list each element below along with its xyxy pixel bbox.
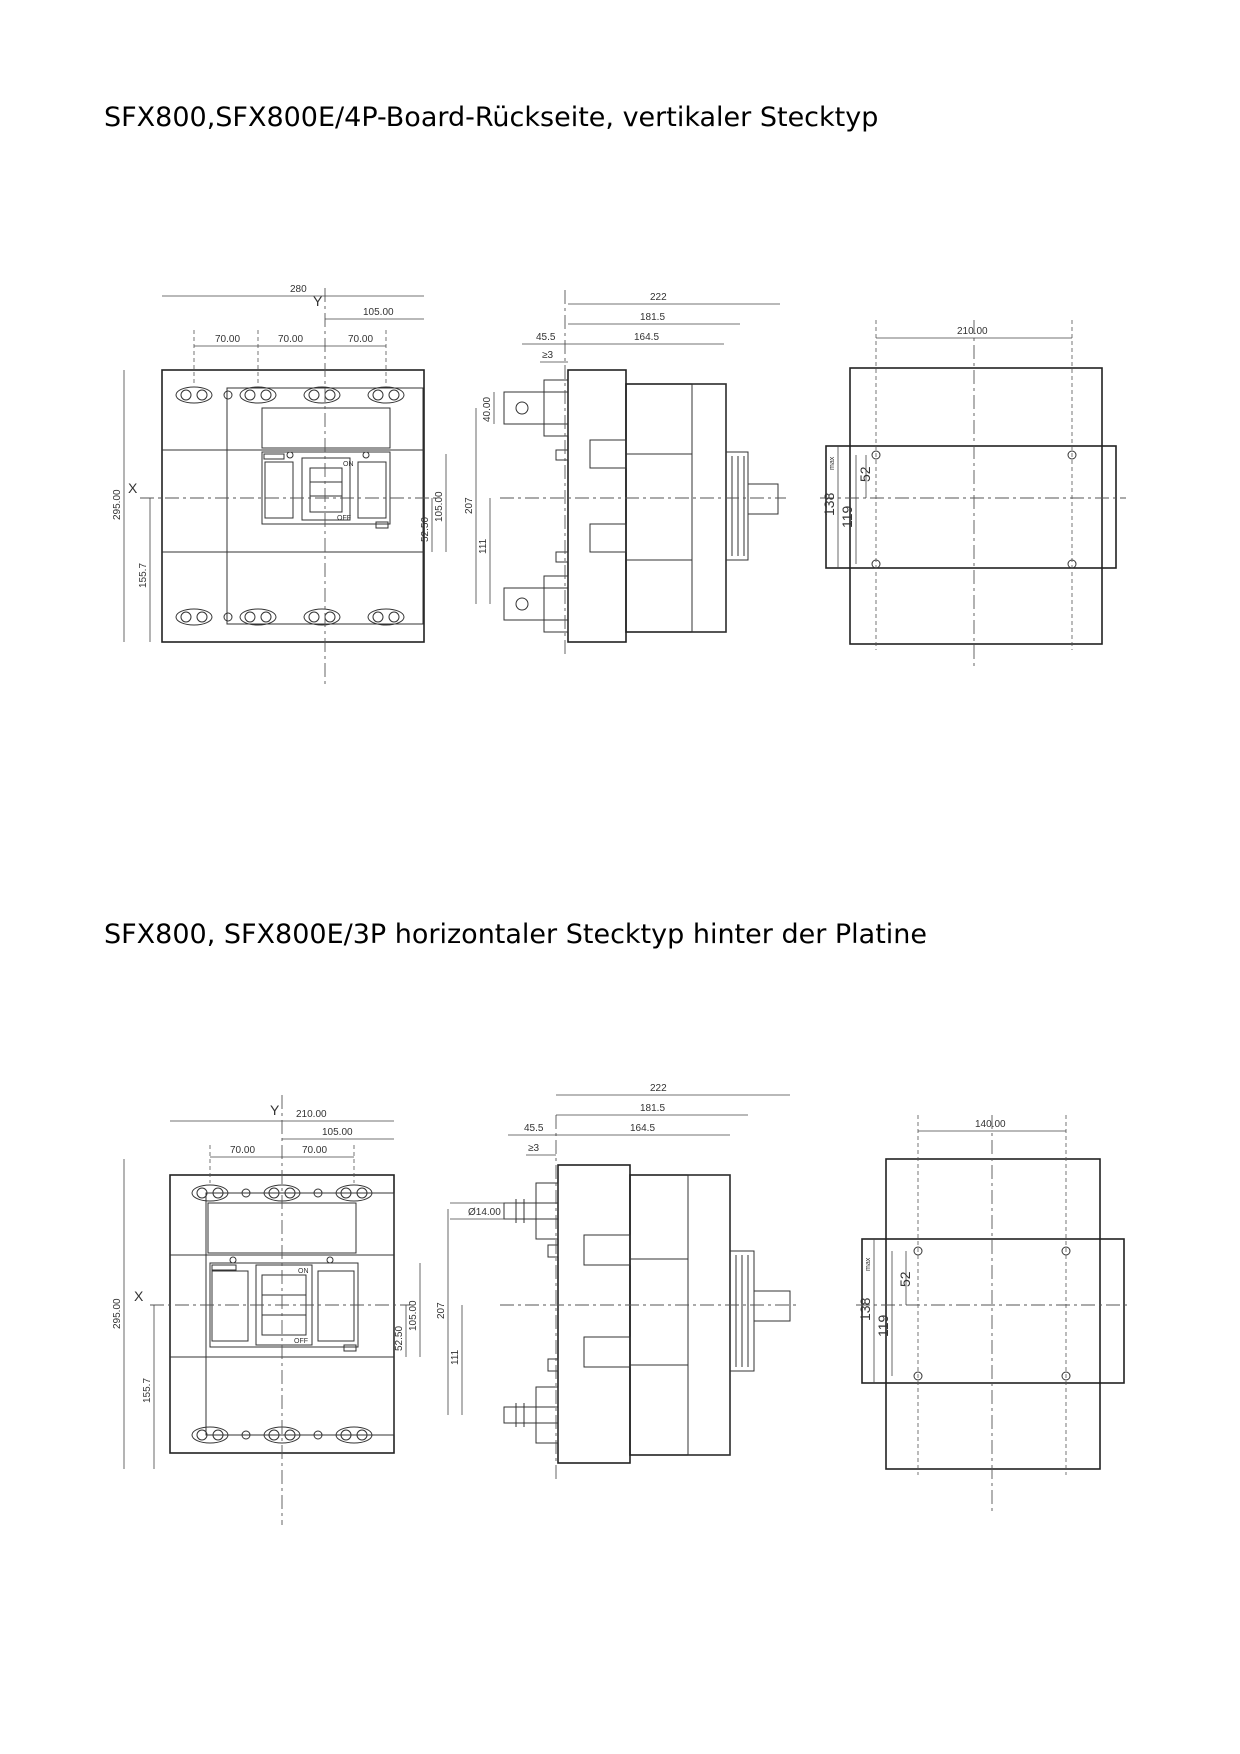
front-view-4p: ON OFF <box>112 284 447 688</box>
dim-depth-2: 181.5 <box>640 1103 665 1114</box>
side-view-3p: 222 181.5 164.5 45.5 ≥3 Ø14.00 207 111 <box>436 1083 796 1481</box>
trip-unit-panel <box>261 451 391 525</box>
panel-outline <box>849 367 1103 645</box>
dim-min-clearance: ≥3 <box>542 350 553 361</box>
panel-cutout <box>861 1238 1125 1384</box>
dim-pitch-1: 70.00 <box>215 334 240 345</box>
on-label: ON <box>343 461 354 468</box>
dim-depth-2: 181.5 <box>640 312 665 323</box>
side-handle <box>747 483 779 515</box>
dim-pitch-2: 70.00 <box>302 1145 327 1156</box>
panel-outline <box>885 1158 1101 1470</box>
dim-terminal-ext: 45.5 <box>536 332 556 343</box>
side-body <box>629 1174 731 1456</box>
dim-terminal-height: 40.00 <box>482 397 493 422</box>
dim-hole-vertical: 52 <box>857 466 873 482</box>
lower-terminal-bar <box>503 587 569 621</box>
axis-x-label: X <box>128 480 138 496</box>
side-handle <box>753 1290 791 1322</box>
dim-terminal-spacing: 111 <box>478 538 489 554</box>
section-2-title: SFX800, SFX800E/3P horizontaler Stecktyp… <box>104 919 928 950</box>
dim-terminal-spacing: 111 <box>450 1349 461 1365</box>
dim-cutout-width: 210.00 <box>957 326 988 337</box>
dim-pitch-1: 70.00 <box>230 1145 255 1156</box>
side-view-4p: 222 181.5 164.5 45.5 ≥3 40.00 207 111 <box>464 290 786 656</box>
off-label: OFF <box>337 515 351 522</box>
dim-terminal-diameter: Ø14.00 <box>468 1207 501 1218</box>
side-body <box>625 383 727 633</box>
dim-cutout-height: 138 <box>821 492 837 516</box>
bottom-terminals <box>175 608 405 626</box>
dim-lower-offset: 52.50 <box>420 517 431 542</box>
front-view-3p: ON OFF X Y 210.00 <box>112 1095 421 1525</box>
dim-overall-height: 295.00 <box>112 1298 123 1329</box>
dim-depth-3: 164.5 <box>630 1123 655 1134</box>
bottom-terminals <box>191 1426 373 1444</box>
off-label: OFF <box>294 1338 308 1345</box>
section-1-drawing: ON OFF <box>112 284 1126 688</box>
cutout-max-label: max <box>829 456 836 470</box>
dim-half-width: 105.00 <box>363 307 394 318</box>
side-handle-base <box>725 451 749 561</box>
dim-overall-depth: 222 <box>650 1083 667 1094</box>
front-cover <box>205 1192 395 1436</box>
dim-terminal-ext: 45.5 <box>524 1123 544 1134</box>
dim-lower-height: 155.7 <box>142 1378 153 1403</box>
front-outline <box>161 369 425 643</box>
dim-total-height: 207 <box>436 1302 447 1319</box>
top-terminals <box>175 386 405 404</box>
section-2-drawing: ON OFF X Y 210.00 <box>112 1083 1130 1525</box>
dim-min-clearance: ≥3 <box>528 1143 539 1154</box>
cutout-view-3p: 140.00 138 max 52 119 <box>856 1115 1130 1515</box>
cutout-max-label: max <box>865 1257 872 1271</box>
dim-cutout-height: 138 <box>857 1297 873 1321</box>
side-base <box>567 369 627 643</box>
dim-hole-vertical: 52 <box>897 1271 913 1287</box>
axis-x-label: X <box>134 1288 144 1304</box>
dim-upper-offset: 105.00 <box>434 491 445 522</box>
dim-overall-width: 280 <box>290 284 307 295</box>
panel-cutout <box>825 445 1117 569</box>
dim-overall-depth: 222 <box>650 292 667 303</box>
dim-cutout-width: 140.00 <box>975 1119 1006 1130</box>
on-label: ON <box>298 1268 309 1275</box>
dim-hole-spacing: 119 <box>875 1314 891 1337</box>
section-1-title: SFX800,SFX800E/4P-Board-Rückseite, verti… <box>104 102 879 133</box>
axis-y-label: Y <box>313 293 323 309</box>
dim-upper-offset: 105.00 <box>408 1300 419 1331</box>
dim-lower-offset: 52.50 <box>394 1326 405 1351</box>
lower-terminal-stud <box>503 1406 559 1424</box>
dim-lower-height: 155.7 <box>138 563 149 588</box>
dim-hole-spacing: 119 <box>839 505 855 528</box>
dim-depth-3: 164.5 <box>634 332 659 343</box>
upper-terminal-bar <box>503 391 569 425</box>
side-base <box>557 1164 631 1464</box>
axis-y-label: Y <box>270 1102 280 1118</box>
dim-pitch-2: 70.00 <box>278 334 303 345</box>
toggle-handle <box>301 457 351 521</box>
dim-pitch-3: 70.00 <box>348 334 373 345</box>
dim-half-width: 105.00 <box>322 1127 353 1138</box>
upper-terminal-stud <box>503 1202 559 1220</box>
front-label-area <box>261 407 391 449</box>
dim-overall-width: 210.00 <box>296 1109 327 1120</box>
cutout-view-4p: 210.00 138 max 52 119 <box>820 320 1126 670</box>
top-terminals <box>191 1184 373 1202</box>
dim-overall-height: 295.00 <box>112 489 123 520</box>
dim-total-height: 207 <box>464 497 475 514</box>
